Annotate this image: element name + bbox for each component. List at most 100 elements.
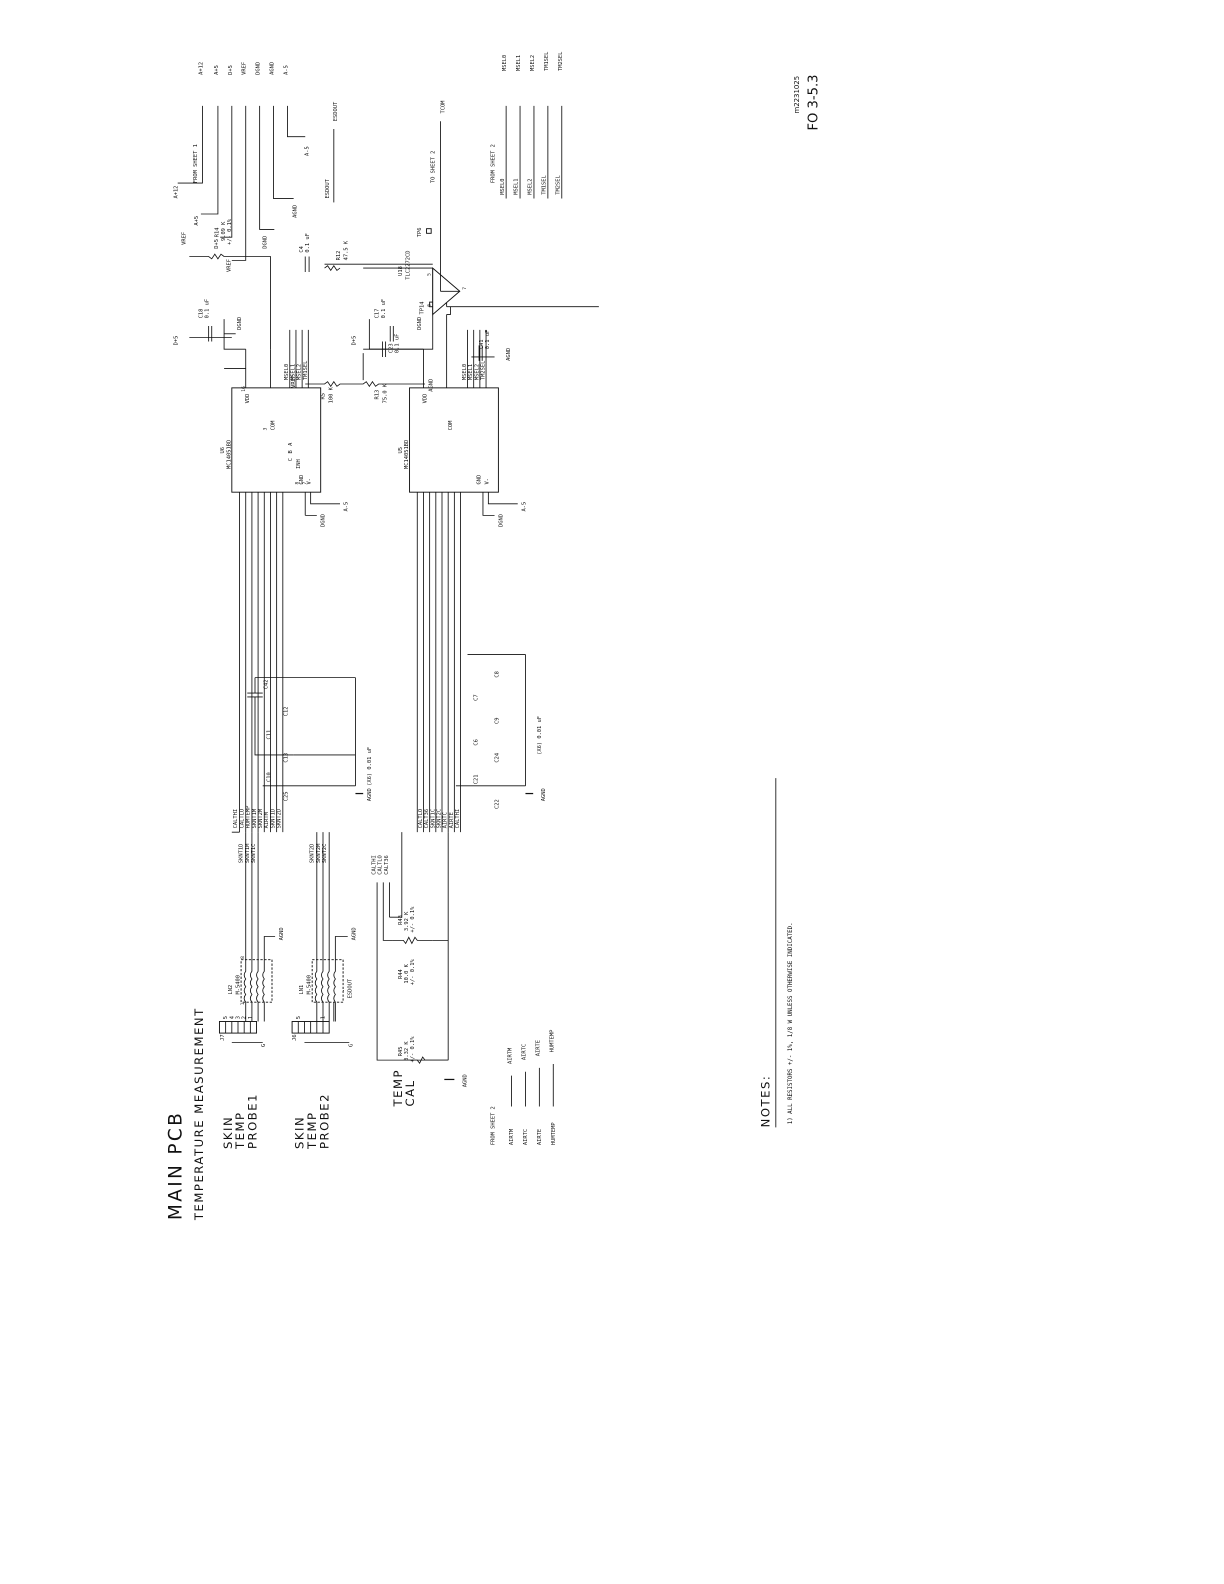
svg-text:AIRTM: AIRTM [509, 1128, 515, 1145]
svg-text:C6: C6 [474, 739, 480, 746]
svg-text:AIRTC: AIRTC [443, 812, 449, 828]
svg-text:FROM SHEET 1: FROM SHEET 1 [193, 144, 199, 183]
svg-text:M-5400: M-5400 [307, 975, 313, 994]
svg-text:MSEL0: MSEL0 [462, 364, 468, 380]
svg-text:U5: U5 [398, 447, 404, 453]
mux-u5: U5 MC14051BD VDD COM GND V- DGND A-5 MSE… [398, 314, 527, 527]
svg-text:MSEL0: MSEL0 [502, 55, 508, 71]
svg-text:DGND: DGND [417, 317, 423, 330]
svg-text:1) ALL RESISTORS +/- 1%, 1/8: 1) ALL RESISTORS +/- 1%, 1/8 W UNLESS OT… [788, 922, 794, 1124]
section-skin1-1: SKIN [221, 1116, 235, 1149]
section-skin1-3: PROBE1 [246, 1093, 260, 1149]
svg-text:VDD: VDD [245, 394, 251, 404]
svg-text:5: 5 [296, 1016, 302, 1019]
svg-text:CALT36: CALT36 [384, 855, 390, 874]
svg-text:A+5: A+5 [194, 216, 200, 226]
svg-text:3.32 K: 3.32 K [404, 1041, 410, 1061]
svg-text:CALTLO: CALTLO [418, 809, 424, 828]
svg-text:TCOM: TCOM [440, 100, 446, 114]
svg-text:AGND: AGND [279, 927, 285, 940]
sheet-title: MAIN PCB [166, 1111, 187, 1220]
notes: NOTES: 1) ALL RESISTORS +/- 1%, 1/8 W UN… [759, 778, 794, 1127]
svg-text:0.1 uF: 0.1 uF [485, 330, 491, 349]
svg-text:47.5 K: 47.5 K [344, 240, 350, 260]
svg-text:8: 8 [240, 956, 246, 959]
svg-text:VREF: VREF [226, 259, 232, 272]
svg-text:7: 7 [462, 287, 468, 290]
svg-text:SKNT1C: SKNT1C [430, 809, 436, 828]
u6-power: D+5 C18 0.1 uF DGND [174, 299, 246, 350]
svg-text:ESDOUT: ESDOUT [333, 101, 339, 121]
svg-text:A-5: A-5 [344, 502, 350, 512]
svg-text:C24: C24 [494, 753, 500, 763]
svg-text:TM1SEL: TM1SEL [542, 175, 548, 194]
u5-input-bus: CALTLO CALT36 SKNT1C SKNT2C AIRTC AIRTE … [416, 492, 461, 833]
svg-text:AGND: AGND [506, 348, 512, 361]
svg-text:+/- 0.1%: +/- 0.1% [410, 1036, 416, 1063]
svg-text:GND: GND [299, 475, 305, 485]
svg-text:10.0 K: 10.0 K [404, 963, 410, 983]
mux-u6: U6 MC14051BD VDD 16 COM 3 GND V- 8 7 A B… [220, 329, 350, 527]
svg-text:C21: C21 [474, 775, 480, 785]
svg-text:C11: C11 [266, 730, 272, 740]
svg-text:SKNT1C: SKNT1C [251, 844, 257, 863]
svg-text:D+5: D+5 [228, 65, 234, 75]
svg-text:TM2SEL: TM2SEL [481, 361, 487, 380]
svg-text:+/- 0.1%: +/- 0.1% [410, 958, 416, 985]
svg-text:R12: R12 [336, 251, 342, 261]
section-cal-1: TEMP [391, 1069, 405, 1108]
svg-text:AIRTE: AIRTE [449, 812, 455, 828]
svg-text:NOTES:: NOTES: [759, 1075, 773, 1128]
svg-text:C: C [288, 458, 294, 461]
svg-text:LN2: LN2 [228, 985, 234, 995]
svg-text:MSEL1: MSEL1 [514, 178, 520, 194]
svg-text:5: 5 [426, 273, 432, 276]
svg-text:A+12: A+12 [198, 62, 204, 75]
svg-text:A-5: A-5 [283, 65, 289, 75]
svg-text:6: 6 [426, 304, 432, 307]
svg-text:C22: C22 [494, 799, 500, 809]
svg-text:INH: INH [296, 459, 302, 469]
svg-text:C8: C8 [494, 671, 500, 678]
svg-text:SKNT1M: SKNT1M [245, 843, 251, 863]
svg-text:SKNT1D: SKNT1D [239, 844, 245, 863]
svg-text:AIRTE: AIRTE [537, 1129, 543, 1145]
svg-text:TM2SEL: TM2SEL [558, 52, 564, 71]
svg-text:MSEL2: MSEL2 [474, 364, 480, 380]
svg-text:SKNT2C: SKNT2C [436, 809, 442, 828]
svg-text:R13: R13 [375, 390, 381, 400]
svg-text:CALTHI: CALTHI [233, 809, 239, 828]
svg-text:8: 8 [294, 481, 300, 484]
svg-text:3: 3 [236, 1016, 242, 1019]
svg-text:75.0 K: 75.0 K [382, 383, 388, 403]
svg-text:AIRTE: AIRTE [535, 1040, 541, 1056]
svg-text:AIRTC: AIRTC [523, 1129, 529, 1145]
svg-text:AGND: AGND [293, 205, 299, 218]
svg-text:AGND: AGND [351, 927, 357, 940]
svg-text:CALTLO: CALTLO [378, 855, 384, 874]
svg-text:D+5: D+5 [174, 336, 180, 346]
svg-text:TO SHEET 2: TO SHEET 2 [430, 151, 436, 183]
svg-text:+/- 0.1%: +/- 0.1% [410, 906, 416, 933]
svg-text:MSEL2: MSEL2 [297, 364, 303, 380]
svg-text:COM: COM [270, 420, 276, 430]
svg-text:SKNT2D: SKNT2D [277, 809, 283, 828]
section-skin2-3: PROBE2 [317, 1093, 331, 1149]
svg-text:3.92 K: 3.92 K [404, 911, 410, 931]
svg-text:AIRTM: AIRTM [264, 811, 270, 828]
section-skin1-2: TEMP [233, 1111, 247, 1150]
svg-text:AIRTC: AIRTC [521, 1044, 527, 1060]
svg-text:VREF: VREF [181, 232, 187, 245]
svg-text:A-5: A-5 [521, 502, 527, 512]
svg-text:COM: COM [448, 420, 454, 430]
svg-text:1: 1 [321, 1016, 327, 1019]
svg-text:9.09 K: 9.09 K [221, 221, 227, 241]
svg-text:CALTHI: CALTHI [455, 809, 461, 828]
svg-text:HUMTEMP: HUMTEMP [551, 1122, 557, 1145]
svg-text:R5: R5 [321, 393, 327, 400]
svg-text:CALT36: CALT36 [424, 809, 430, 828]
svg-text:VREF: VREF [242, 62, 248, 75]
svg-text:MSEL2: MSEL2 [530, 55, 536, 71]
svg-text:16: 16 [241, 386, 247, 392]
u6-caps: C42 C12 C11 C13 C10 C25 (X6) 0.01 uF AGN… [247, 677, 373, 801]
